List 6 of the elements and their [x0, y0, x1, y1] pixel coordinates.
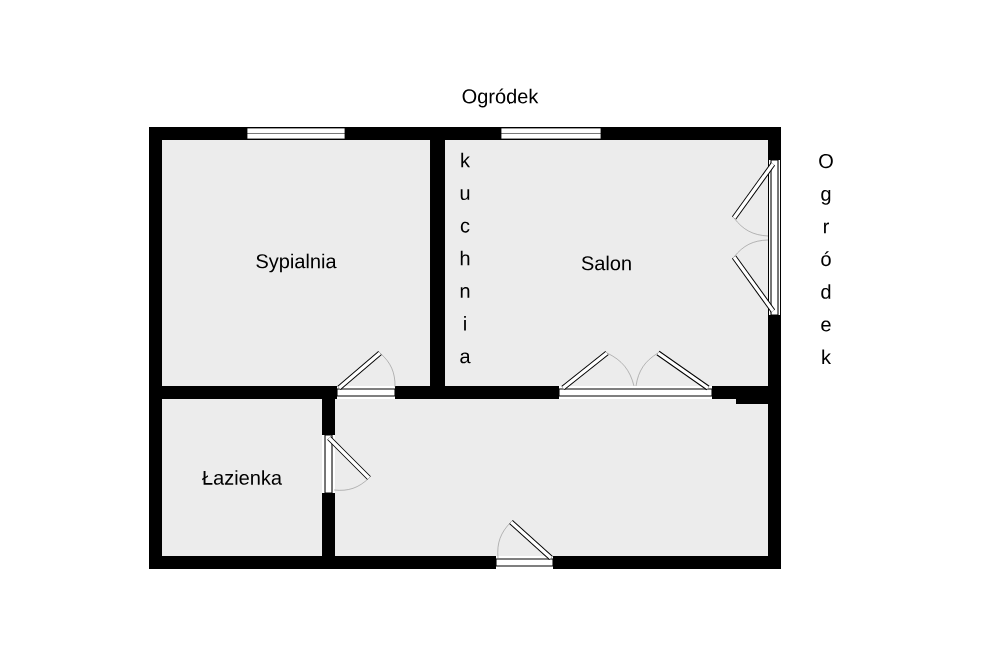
area-label: Ogródek: [462, 88, 539, 108]
room-area: [335, 399, 768, 556]
vertical-label: kuchnia: [460, 152, 471, 364]
room-area: Sypialnia: [162, 140, 430, 386]
room-area: Łazienka: [162, 399, 322, 556]
vertical-label: Ogródek: [819, 154, 833, 364]
